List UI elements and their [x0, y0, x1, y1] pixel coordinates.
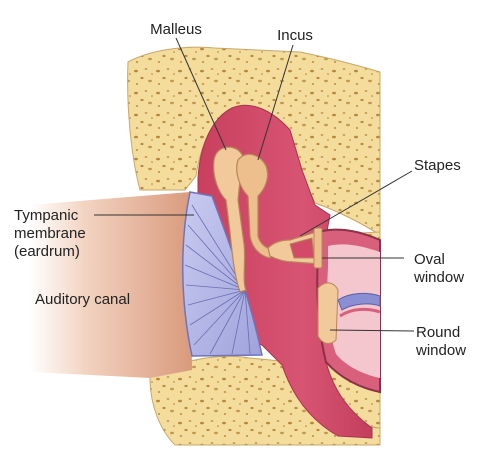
label-stapes: Stapes	[414, 157, 461, 174]
basilar-membrane-line	[339, 307, 381, 318]
tympanic-membrane-fibers	[184, 204, 251, 355]
malleus-bone	[213, 146, 247, 293]
label-malleus: Malleus	[150, 21, 202, 38]
label-round-window: Round window	[416, 324, 466, 360]
label-tympanic-membrane: Tympanic membrane (eardrum)	[14, 207, 86, 261]
stapes-bone	[267, 227, 323, 269]
label-oval-line2: window	[414, 269, 465, 286]
leader-lines	[94, 37, 415, 332]
label-auditory-canal: Auditory canal	[35, 291, 131, 308]
label-tympanic-line2: membrane	[14, 225, 86, 242]
label-round-line2: window	[416, 342, 467, 359]
incus-bone	[236, 153, 273, 259]
cochlear-duct	[337, 292, 381, 311]
label-round-line1: Round	[416, 324, 461, 341]
label-oval-line1: Oval	[414, 251, 445, 268]
label-oval-window: Oval window	[414, 251, 464, 287]
auditory-canal	[30, 192, 192, 378]
label-tympanic-line3: (eardrum)	[14, 243, 80, 260]
label-incus: Incus	[277, 27, 313, 44]
round-window-membrane	[317, 282, 339, 344]
tympanic-membrane	[181, 191, 263, 357]
label-tympanic-line1: Tympanic	[14, 207, 79, 224]
